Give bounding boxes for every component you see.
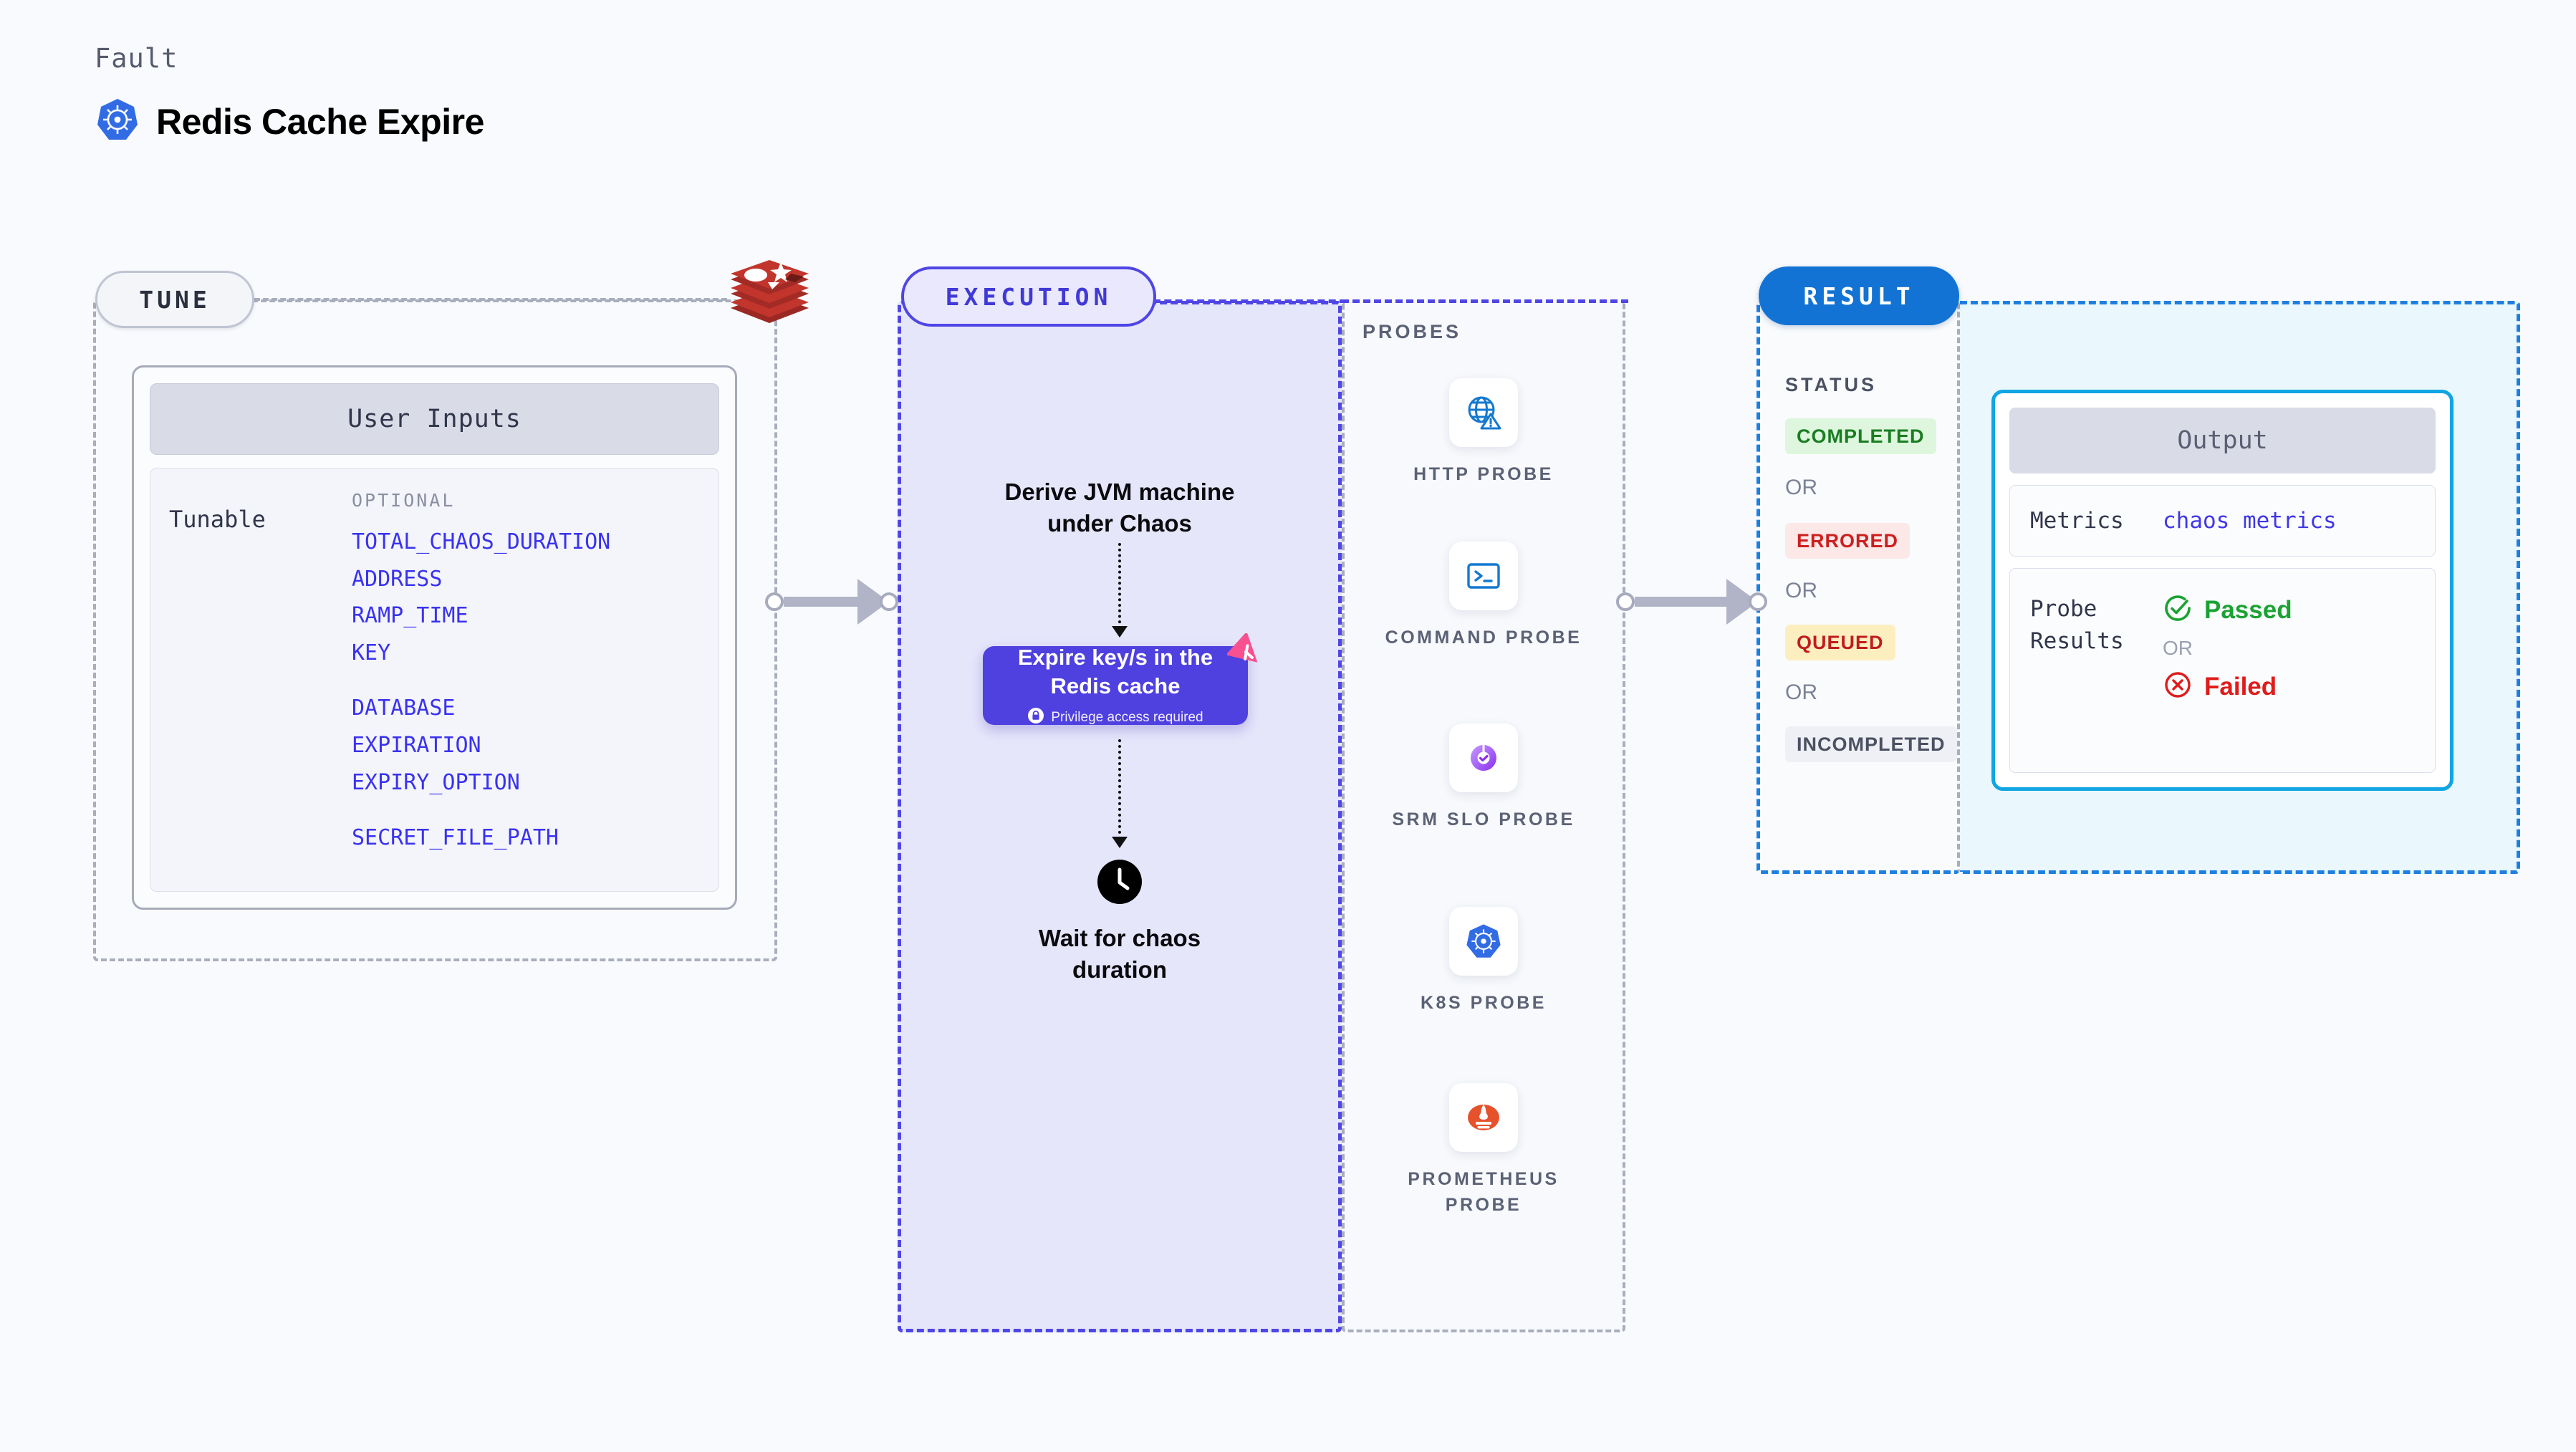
tunable-list: OPTIONAL TOTAL_CHAOS_DURATION ADDRESS RA… <box>352 490 610 877</box>
probe-item-command[interactable]: COMMAND PROBE <box>1376 542 1591 650</box>
x-circle-icon <box>2163 670 2193 703</box>
probes-panel-top-edge <box>1342 299 1628 303</box>
prometheus-flame-icon <box>1449 1083 1518 1152</box>
connector-line <box>1635 597 1728 607</box>
status-badge-completed: COMPLETED <box>1785 418 1936 454</box>
tunable-item[interactable]: RAMP_TIME <box>352 603 468 629</box>
globe-warning-icon <box>1449 378 1518 447</box>
connector-node <box>1616 592 1635 611</box>
optional-label: OPTIONAL <box>352 490 456 511</box>
metrics-label: Metrics <box>2030 508 2124 534</box>
tunable-item[interactable]: EXPIRATION <box>352 732 481 758</box>
user-inputs-header: User Inputs <box>150 383 719 455</box>
probe-item-srm-slo[interactable]: SRM SLO PROBE <box>1376 723 1591 832</box>
privilege-note: Privilege access required <box>1027 707 1203 728</box>
flow-arrow-head <box>1112 626 1128 638</box>
privilege-note-text: Privilege access required <box>1051 709 1203 725</box>
probe-item-http[interactable]: HTTP PROBE <box>1376 378 1591 487</box>
output-card: Output Metrics chaos metrics Probe Resul… <box>1991 390 2454 791</box>
step-wait-label: Wait for chaos duration <box>1038 925 1201 983</box>
or-label: OR <box>1785 579 1817 602</box>
connector-node <box>765 592 784 611</box>
tune-connector-dash <box>254 298 727 301</box>
output-header: Output <box>2009 408 2436 473</box>
page-header: Fault Redis Cache Expire <box>95 43 484 146</box>
probe-label: K8S PROBE <box>1421 993 1547 1013</box>
terminal-icon <box>1449 542 1518 610</box>
probe-label: HTTP PROBE <box>1413 464 1554 484</box>
connector-tune-to-execution <box>765 579 898 625</box>
probe-results-row: Probe Results Passed OR <box>2009 568 2436 773</box>
kubernetes-icon <box>95 97 140 146</box>
passed-label: Passed <box>2204 595 2292 624</box>
probe-label: SRM SLO PROBE <box>1392 809 1575 830</box>
flow-arrow-head <box>1112 837 1128 848</box>
probes-title: PROBES <box>1363 321 1462 342</box>
fault-ribbon-icon <box>1225 631 1264 670</box>
tunable-item[interactable]: TOTAL_CHAOS_DURATION <box>352 529 611 554</box>
eyebrow-label: Fault <box>95 43 178 74</box>
or-label: OR <box>2163 637 2193 659</box>
probe-results-values: Passed OR Failed <box>2163 593 2292 748</box>
result-pill[interactable]: RESULT <box>1759 266 1959 325</box>
probe-result-failed: Failed <box>2163 670 2292 703</box>
or-label: OR <box>1785 681 1817 704</box>
tune-pill[interactable]: TUNE <box>95 271 254 328</box>
status-badge-incompleted: INCOMPLETED <box>1785 726 1957 762</box>
tunable-item[interactable]: SECRET_FILE_PATH <box>352 825 559 851</box>
probe-item-prometheus[interactable]: PROMETHEUS PROBE <box>1376 1083 1591 1218</box>
probe-label: PROMETHEUS PROBE <box>1408 1169 1559 1216</box>
status-title: STATUS <box>1785 374 1877 395</box>
status-badge-errored: ERRORED <box>1785 523 1911 559</box>
kubernetes-icon <box>1449 907 1518 976</box>
or-label: OR <box>1785 476 1817 499</box>
connector-line <box>784 597 859 607</box>
check-circle-icon <box>2163 593 2193 627</box>
probe-item-k8s[interactable]: K8S PROBE <box>1376 907 1591 1016</box>
metrics-row: Metrics chaos metrics <box>2009 485 2436 557</box>
flow-arrow-line <box>1118 543 1121 629</box>
tune-panel <box>93 299 777 961</box>
user-inputs-card: User Inputs Tunable OPTIONAL TOTAL_CHAOS… <box>132 365 737 910</box>
execution-pill[interactable]: EXECUTION <box>901 266 1156 327</box>
redis-logo <box>725 252 814 342</box>
status-badge-queued: QUEUED <box>1785 625 1895 660</box>
probes-panel <box>1342 301 1625 1332</box>
title-row: Redis Cache Expire <box>95 97 484 146</box>
clock-icon <box>1097 860 1142 904</box>
failed-label: Failed <box>2204 672 2277 701</box>
connector-node <box>1749 592 1767 611</box>
slo-donut-check-icon <box>1449 723 1518 792</box>
tunable-item[interactable]: ADDRESS <box>352 566 443 592</box>
metrics-value[interactable]: chaos metrics <box>2163 508 2337 534</box>
tunable-item[interactable]: DATABASE <box>352 696 456 721</box>
connector-node <box>880 592 898 611</box>
tunable-row-label: Tunable <box>169 506 266 533</box>
page-title: Redis Cache Expire <box>156 101 484 142</box>
probe-result-passed: Passed <box>2163 593 2292 627</box>
connector-execution-to-result <box>1616 579 1767 625</box>
probe-label: COMMAND PROBE <box>1385 628 1582 648</box>
probe-results-label: Probe Results <box>2030 596 2124 654</box>
flow-arrow-line <box>1118 739 1121 840</box>
chaos-step-card[interactable]: Expire key/s in the Redis cache Privileg… <box>983 644 1248 728</box>
lock-icon <box>1027 707 1044 728</box>
chaos-step-title: Expire key/s in the Redis cache <box>1017 644 1213 698</box>
tunable-item[interactable]: EXPIRY_OPTION <box>352 769 520 795</box>
result-status-panel <box>1756 301 1960 874</box>
tunable-section: Tunable OPTIONAL TOTAL_CHAOS_DURATION AD… <box>150 468 719 892</box>
execution-connector-dash <box>1153 299 1347 303</box>
tunable-item[interactable]: KEY <box>352 640 391 665</box>
step-derive-label: Derive JVM machine under Chaos <box>1004 479 1235 537</box>
